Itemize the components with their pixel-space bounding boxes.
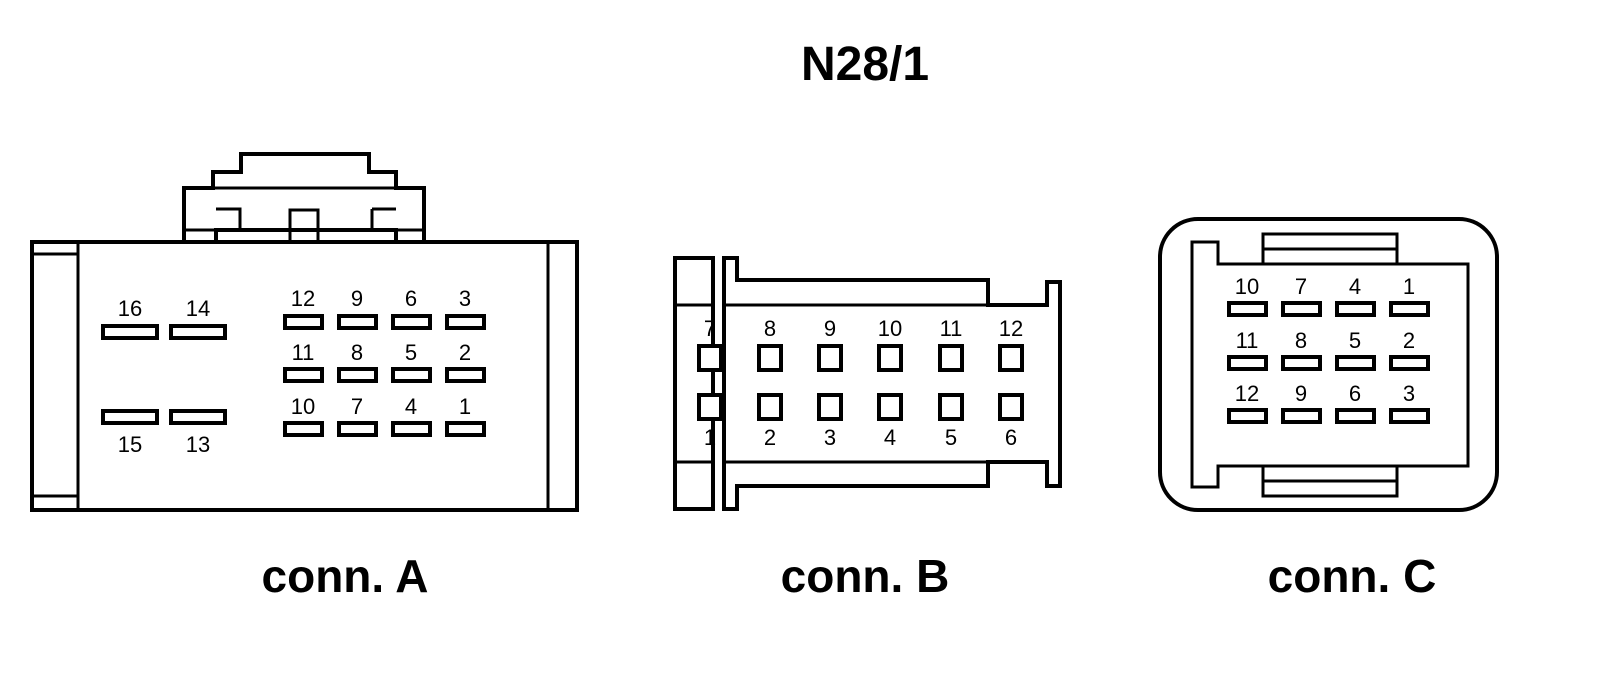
connector-a-pin-10 (283, 421, 324, 437)
connector-c-pin-6 (1335, 408, 1376, 424)
connector-b-pin-label: 4 (884, 425, 896, 450)
connector-b-pin-6 (998, 393, 1024, 421)
connector-a-pin-label: 2 (459, 340, 471, 365)
connector-a-pin-15 (101, 409, 159, 425)
connector-c-pin-5 (1335, 355, 1376, 371)
connector-a-pin-13 (169, 409, 227, 425)
connector-b-pin-12 (998, 344, 1024, 372)
connector-b-pin-3 (817, 393, 843, 421)
connector-c-label: conn. C (1268, 550, 1437, 602)
connector-a-pin-label: 5 (405, 340, 417, 365)
connector-c-pin-label: 6 (1349, 381, 1361, 406)
connector-c-body (1158, 217, 1499, 512)
connector-b-pin-4 (877, 393, 903, 421)
connector-a-pin-label: 16 (118, 296, 142, 321)
connector-a-pin-label: 6 (405, 286, 417, 311)
connector-c-pin-label: 7 (1295, 274, 1307, 299)
connector-a-pin-3 (445, 314, 486, 330)
connector-a-pin-label: 7 (351, 394, 363, 419)
connector-b-pin-9 (817, 344, 843, 372)
connector-b-pin-label: 7 (704, 316, 716, 341)
connector-a-pin-label: 8 (351, 340, 363, 365)
connector-b-pin-label: 2 (764, 425, 776, 450)
connector-c-pin-label: 8 (1295, 328, 1307, 353)
connector-a-pin-14 (169, 324, 227, 340)
connector-b-pin-label: 12 (999, 316, 1023, 341)
connector-c-pin-1 (1389, 301, 1430, 317)
connector-c-pin-3 (1389, 408, 1430, 424)
connector-b-body (722, 256, 1062, 511)
connector-c-pin-label: 12 (1235, 381, 1259, 406)
connector-a-pin-11 (283, 367, 324, 383)
connector-b: 7 8 9 10 11 12 1 2 3 4 5 6 conn. B (673, 256, 1062, 602)
connector-c-pin-label: 2 (1403, 328, 1415, 353)
connector-c-pin-10 (1227, 301, 1268, 317)
connector-a-pin-1 (445, 421, 486, 437)
connector-c: 10 7 4 1 11 8 5 2 12 9 6 3 conn. C (1158, 217, 1499, 602)
connector-a-pin-label: 10 (291, 394, 315, 419)
connector-b-pin-7 (697, 344, 723, 372)
connector-a-pin-label: 15 (118, 432, 142, 457)
connector-c-pin-label: 11 (1236, 328, 1259, 353)
connector-a-pin-4 (391, 421, 432, 437)
connector-a-pin-8 (337, 367, 378, 383)
connector-c-pin-7 (1281, 301, 1322, 317)
connector-b-pin-label: 1 (704, 425, 716, 450)
connector-a-pin-label: 3 (459, 286, 471, 311)
connector-b-pin-label: 11 (940, 316, 963, 341)
connector-c-pin-label: 4 (1349, 274, 1361, 299)
connector-b-pin-11 (938, 344, 964, 372)
connector-c-pin-label: 1 (1403, 274, 1415, 299)
connector-a-pin-label: 13 (186, 432, 210, 457)
connector-a-pin-label: 9 (351, 286, 363, 311)
connector-b-pin-label: 9 (824, 316, 836, 341)
connector-a-label: conn. A (262, 550, 429, 602)
connector-a-pin-label: 14 (186, 296, 210, 321)
connector-b-pin-8 (757, 344, 783, 372)
connector-c-pin-9 (1281, 408, 1322, 424)
connector-b-pin-label: 10 (878, 316, 902, 341)
connector-a-pin-5 (391, 367, 432, 383)
connector-c-pin-2 (1389, 355, 1430, 371)
connector-c-pin-label: 9 (1295, 381, 1307, 406)
connector-b-left-flange (673, 256, 715, 511)
connector-b-pin-1 (697, 393, 723, 421)
connector-b-label: conn. B (781, 550, 950, 602)
connector-a-pin-label: 12 (291, 286, 315, 311)
connector-b-pin-5 (938, 393, 964, 421)
connector-a: 16 14 15 13 12 9 6 3 11 8 5 2 10 7 4 1 c… (30, 152, 579, 602)
connector-c-pin-11 (1227, 355, 1268, 371)
connector-c-pin-label: 3 (1403, 381, 1415, 406)
connector-b-pin-label: 5 (945, 425, 957, 450)
connector-a-pin-label: 1 (459, 394, 471, 419)
connector-a-pin-label: 11 (292, 340, 315, 365)
connector-c-pin-label: 10 (1235, 274, 1259, 299)
connector-b-pin-label: 8 (764, 316, 776, 341)
connector-c-inner-frame (1190, 240, 1470, 489)
connector-c-pin-4 (1335, 301, 1376, 317)
connector-a-pin-7 (337, 421, 378, 437)
connector-a-pin-12 (283, 314, 324, 330)
connector-a-pin-2 (445, 367, 486, 383)
connector-b-pin-label: 6 (1005, 425, 1017, 450)
connector-c-pin-8 (1281, 355, 1322, 371)
diagram-title: N28/1 (801, 38, 929, 91)
connector-b-pin-10 (877, 344, 903, 372)
connector-a-pin-9 (337, 314, 378, 330)
connector-c-pin-label: 5 (1349, 328, 1361, 353)
connector-a-pin-6 (391, 314, 432, 330)
connector-b-pin-2 (757, 393, 783, 421)
connector-a-pin-16 (101, 324, 159, 340)
connector-a-pin-label: 4 (405, 394, 417, 419)
connector-b-pin-label: 3 (824, 425, 836, 450)
connector-c-pin-12 (1227, 408, 1268, 424)
